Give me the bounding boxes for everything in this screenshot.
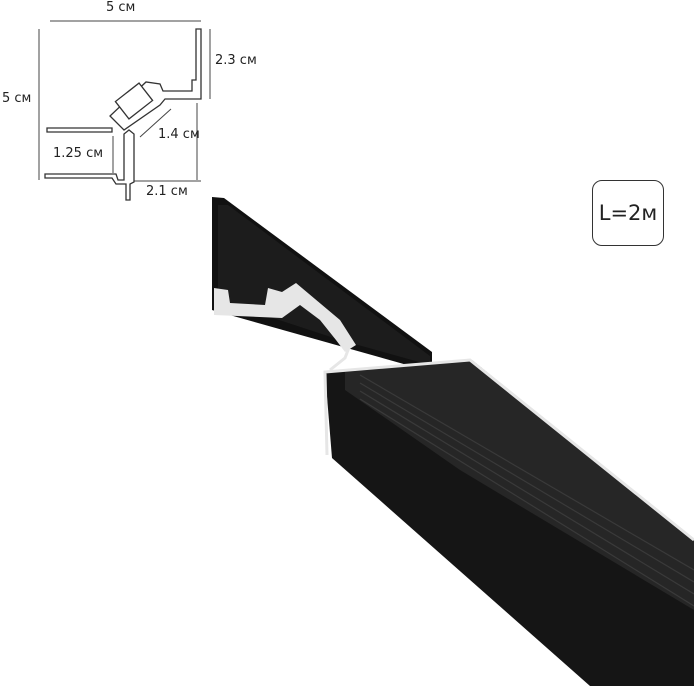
dimension-lines xyxy=(38,20,211,182)
dim-upper-right-height: 2.3 см xyxy=(215,53,257,68)
dim-diagonal-width: 1.4 см xyxy=(158,127,200,142)
dim-top-width: 5 см xyxy=(106,0,136,15)
profile-cross-section xyxy=(44,28,202,201)
dim-bottom-width: 2.1 см xyxy=(146,184,188,199)
profile-3d-render xyxy=(212,197,694,686)
dim-left-height: 5 см xyxy=(2,91,32,106)
length-badge: L=2м xyxy=(592,180,664,246)
dim-lower-left-height: 1.25 см xyxy=(53,146,104,161)
